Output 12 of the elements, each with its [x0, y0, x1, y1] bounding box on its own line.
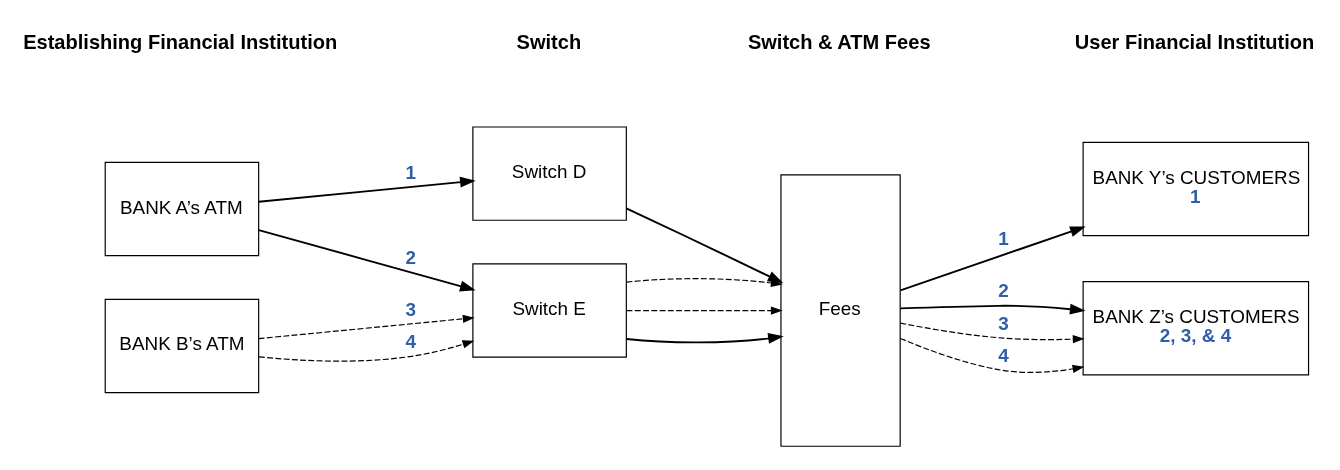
edge-label: 3: [998, 313, 1009, 335]
label: Switch: [516, 30, 582, 53]
label: Establishing Financial Institution: [23, 30, 338, 53]
edge-label: 3: [405, 299, 417, 321]
edge-label: 2: [998, 280, 1009, 302]
edge-label: 1: [405, 162, 417, 184]
edge-label: 1: [998, 228, 1009, 250]
label: Switch & ATM Fees: [747, 30, 931, 53]
edge-label: 2: [405, 247, 417, 269]
edge-label: 4: [405, 331, 417, 353]
label: User Financial Institution: [1074, 30, 1315, 53]
edge-label: 4: [998, 345, 1009, 367]
